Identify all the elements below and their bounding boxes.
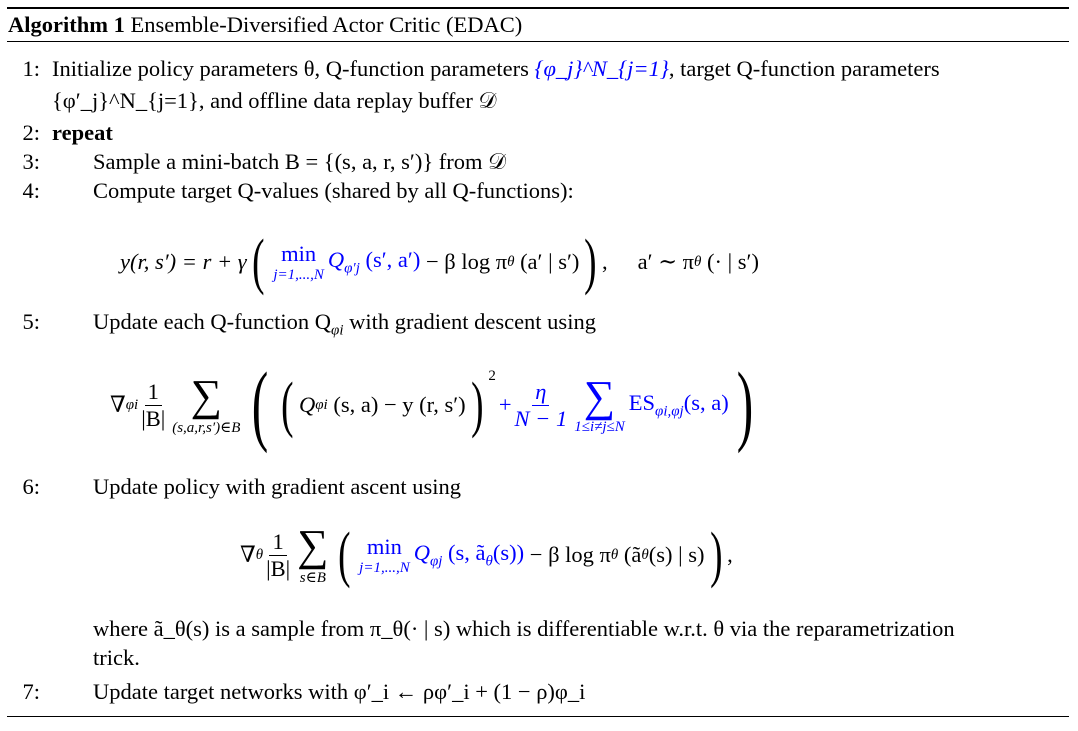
es-args: (s, a) (683, 389, 729, 415)
eta: η (532, 379, 550, 406)
nabla: ∇ (110, 392, 126, 417)
entropy-term: − β log π (425, 249, 508, 274)
step-text: Update policy with gradient ascent using (93, 474, 462, 499)
pi-sub: θ (610, 546, 619, 563)
q-symbol: Q (299, 392, 316, 417)
step-text: repeat (52, 120, 113, 145)
step-number: 3: (22, 149, 40, 174)
q-args: (s, ã (448, 539, 486, 565)
sum-operator: ∑s∈B (297, 520, 329, 586)
paren: ) (584, 228, 597, 296)
sum2-limit: 1≤i≠j≤N (574, 418, 625, 435)
step-number: 2: (22, 120, 40, 145)
min-label: min (366, 533, 402, 559)
bottom-rule (7, 716, 1069, 717)
square: 2 (488, 368, 496, 384)
nabla-sub: θ (255, 546, 264, 563)
paren: ) (736, 355, 753, 454)
top-rule (7, 7, 1069, 9)
step-6-note-cont: trick. (93, 645, 140, 670)
step-1-cont: {φ′_j}^N_{j=1}, and offline data replay … (52, 88, 497, 113)
eta-denominator: N − 1 (514, 405, 568, 431)
step-number: 7: (22, 679, 40, 704)
q-sub: φi (331, 322, 344, 339)
q-args-sub: θ (485, 553, 493, 570)
nabla-sub: φi (125, 396, 139, 413)
comma: , (602, 249, 608, 274)
sample-args: (· | s′) (707, 249, 759, 274)
algorithm-title: Ensemble-Diversified Actor Critic (EDAC) (130, 12, 523, 37)
es-symbol: ES (628, 389, 656, 415)
step-text: Compute target Q-values (shared by all Q… (93, 178, 574, 203)
pi-args: (ã (623, 542, 642, 567)
paren: ( (337, 521, 351, 589)
sum-limit: (s,a,r,s′)∈B (172, 419, 241, 436)
step-text-b: with gradient descent using (343, 309, 596, 334)
pi-args: (a′ | s′) (520, 249, 580, 274)
pi-sub: θ (507, 253, 515, 270)
step-6-note: where ã_θ(s) is a sample from π_θ(· | s)… (93, 616, 955, 641)
q-symbol: Q (413, 539, 430, 565)
pi-args-end: (s) | s) (648, 542, 705, 567)
sum-operator: ∑(s,a,r,s′)∈B (172, 370, 241, 436)
paren: ) (709, 521, 723, 589)
algorithm-label: Algorithm 1 (8, 12, 125, 37)
denominator: |B| (141, 405, 166, 431)
q-symbol: Q (327, 246, 345, 272)
sum-limit: s∈B (299, 569, 326, 586)
q-sub: φi (315, 396, 328, 413)
step-text: Update target networks with φ′_i ← ρφ′_i… (93, 679, 586, 704)
min-label: min (281, 240, 317, 266)
denominator: |B| (266, 555, 291, 581)
paren: ) (470, 371, 484, 439)
batch-fraction: 1|B| (266, 529, 290, 582)
pi-args-sub: θ (641, 546, 649, 563)
entropy-term: − β log π (529, 542, 611, 567)
step-number: 4: (22, 178, 40, 203)
numerator: 1 (144, 379, 162, 406)
min-limit: j=1,...,N (359, 559, 410, 576)
paren: ( (281, 371, 294, 439)
q-args: (s′, a′) (365, 246, 421, 272)
paren: ( (251, 228, 265, 296)
title-rule (7, 41, 1069, 42)
q-sub: φ′j (344, 260, 360, 277)
q-sub: φj (429, 553, 443, 570)
step-number: 1: (22, 56, 40, 81)
es-sub: φi,φj (655, 403, 684, 420)
step-number: 6: (22, 474, 40, 499)
q-args-end: (s)) (492, 539, 525, 565)
nabla: ∇ (240, 542, 256, 567)
step-number: 5: (22, 309, 40, 334)
min-limit: j=1,...,N (273, 266, 324, 283)
step-text: Update each Q-function Qφi with gradient… (93, 309, 596, 340)
step-text-a: Initialize policy parameters θ, Q-functi… (52, 56, 535, 81)
step-text: Sample a mini-batch B = {(s, a, r, s′)} … (93, 149, 507, 174)
plus: + (498, 392, 512, 417)
paren: ( (252, 355, 269, 454)
td-error: (s, a) − y (r, s′) (333, 392, 466, 417)
sample-sub: θ (694, 253, 702, 270)
comma: , (727, 542, 733, 567)
sample-expr: a′ ∼ π (637, 249, 695, 274)
step-text-a: Update each Q-function Q (93, 309, 332, 334)
step-text-b: , target Q-function parameters (668, 56, 940, 81)
algorithm-heading: Algorithm 1 Ensemble-Diversified Actor C… (8, 12, 522, 38)
batch-fraction: 1|B| (141, 379, 165, 432)
eq-lhs: y(r, s′) = r + γ (120, 249, 247, 274)
step-text: Initialize policy parameters θ, Q-functi… (52, 56, 940, 82)
sum2-operator: ∑1≤i≠j≤N (574, 371, 625, 435)
q-params-math: {φ_j}^N_{j=1} (534, 56, 669, 81)
numerator: 1 (269, 529, 287, 556)
